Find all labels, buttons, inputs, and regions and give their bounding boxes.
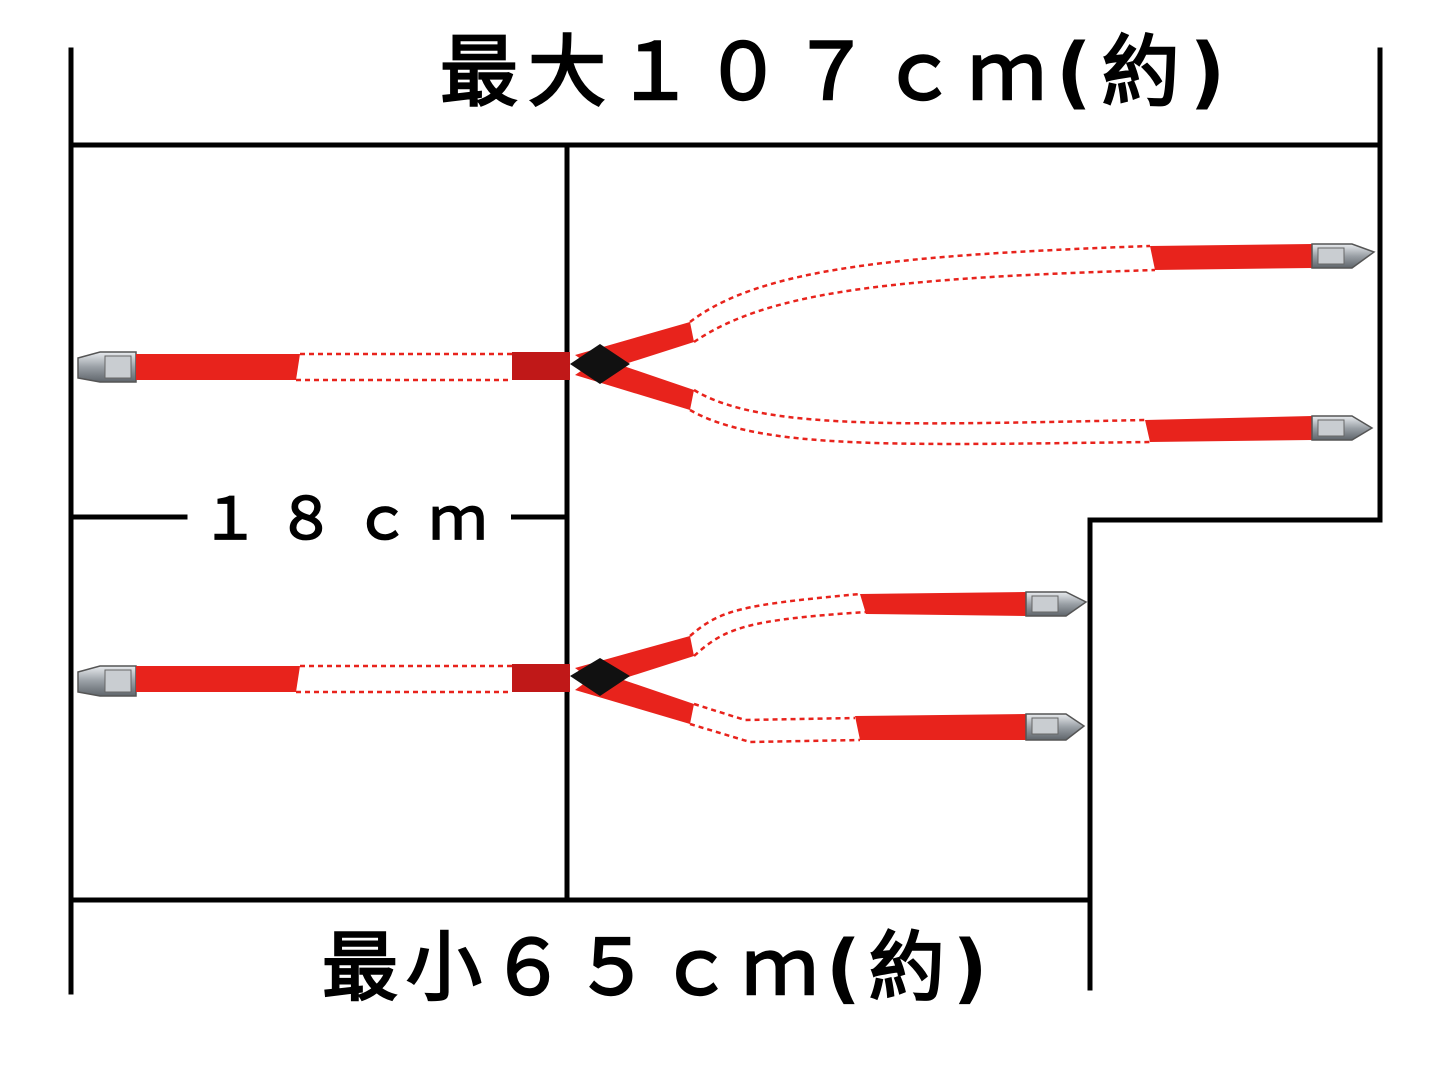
extended-suspender: [77, 243, 1376, 446]
min-length-label: 最小６５ｃｍ(約): [322, 923, 996, 1012]
min-right-edge-line: [1087, 517, 1383, 991]
leather-patch-top: [570, 344, 630, 384]
back-clip-bottom: [77, 665, 137, 697]
max-length-label: 最大１０７ｃｍ(約): [440, 28, 1236, 118]
front-strap-lower-top: [1145, 416, 1312, 442]
back-strap-bottom: [136, 666, 300, 692]
back-clip-top: [77, 351, 137, 383]
leather-patch-bottom: [570, 658, 630, 696]
back-strap-dark-top: [512, 352, 570, 380]
back-strap-dark-bottom: [512, 664, 570, 692]
shortened-suspender: [77, 591, 1088, 744]
front-clip-lower-top: [1311, 415, 1374, 441]
back-strap-top: [136, 354, 300, 380]
back-strap-dashed-top: [296, 352, 512, 382]
front-clip-upper-top: [1311, 243, 1376, 269]
front-clip-upper-bottom: [1025, 591, 1088, 617]
front-strap-upper-bottom: [860, 592, 1026, 616]
front-strap-lower-bottom: [855, 714, 1026, 740]
front-strap-upper-top: [1150, 244, 1312, 270]
front-clip-lower-bottom: [1025, 713, 1086, 741]
back-strap-length-label: １８ｃｍ: [195, 490, 512, 548]
